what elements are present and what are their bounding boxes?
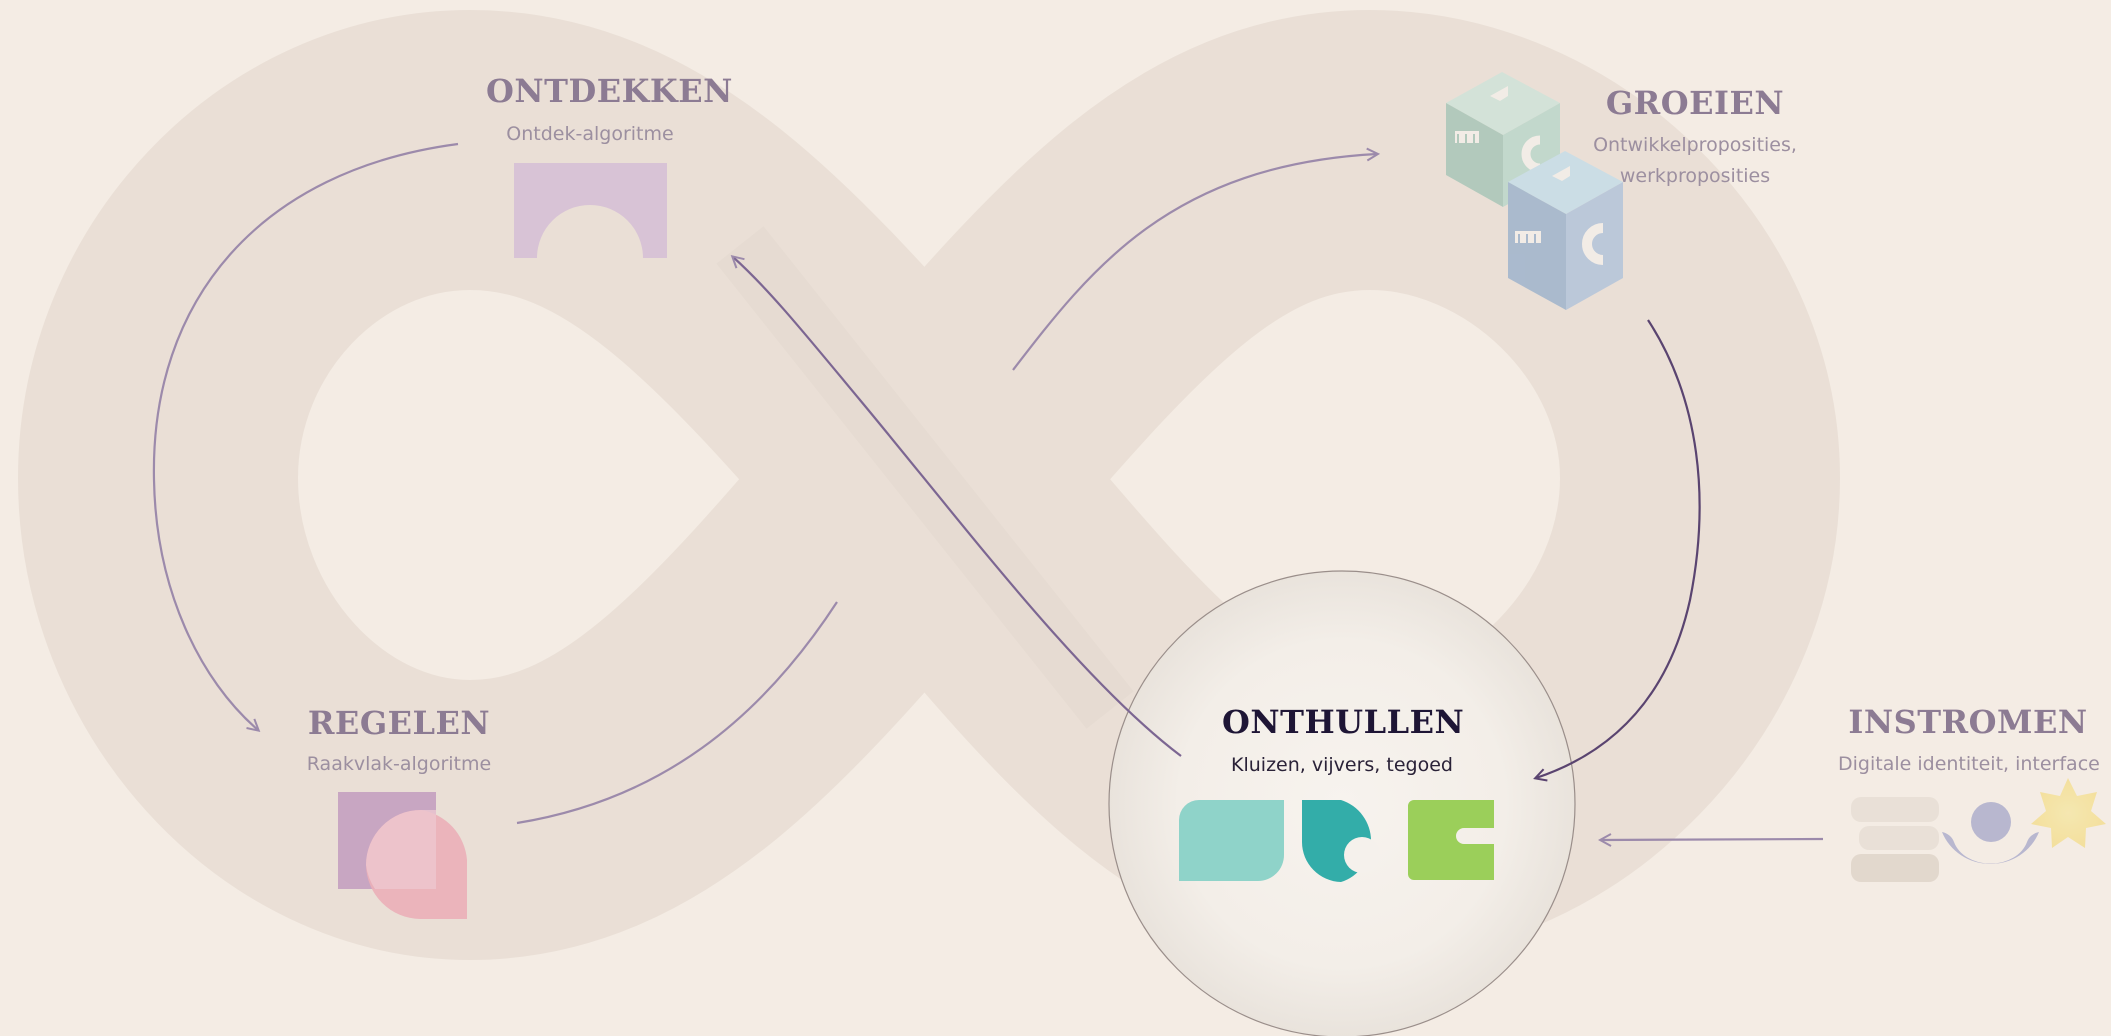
regelen-shapes-icon (338, 792, 467, 919)
regelen-title: REGELEN (307, 704, 491, 742)
instromen-person-head-icon (1971, 802, 2011, 842)
onthullen-green-block-icon (1408, 800, 1494, 880)
arrow-groeien-to-onthullen (1536, 319, 1701, 778)
groeien-title: GROEIEN (1605, 84, 1785, 122)
arrow-regelen-to-center (516, 601, 838, 825)
groeien-subtitle-line1: Ontwikkelpropositi­es, (1593, 134, 1797, 156)
instromen-title: INSTROMEN (1848, 703, 2088, 741)
arrow-center-to-groeien (1012, 154, 1377, 371)
groeien-blocks-icon (1446, 72, 1623, 310)
groeien-subtitle-line2: werkproposities (1619, 165, 1771, 187)
onthullen-shapes-icon (1179, 800, 1494, 882)
instromen-star-icon (2031, 778, 2106, 848)
instromen-shapes-icon (1851, 778, 2106, 882)
ontdekken-subtitle: Ontdek-algoritme (506, 123, 674, 145)
ontdekken-title: ONTDEKKEN (486, 72, 733, 110)
arrow-onthullen-to-ontdekken (733, 257, 1182, 757)
arrow-ontdekken-to-regelen (152, 142, 459, 730)
instromen-subtitle: Digitale identiteit, interface (1838, 753, 2100, 775)
ontdekken-arch-icon (514, 163, 667, 258)
onthullen-subtitle: Kluizen, vijvers, tegoed (1231, 754, 1453, 776)
arrow-instromen-to-onthullen (1601, 839, 1824, 840)
regelen-subtitle: Raakvlak-algoritme (306, 753, 492, 775)
onthullen-title: ONTHULLEN (1222, 703, 1465, 741)
infinity-loop-shade (716, 226, 1134, 729)
